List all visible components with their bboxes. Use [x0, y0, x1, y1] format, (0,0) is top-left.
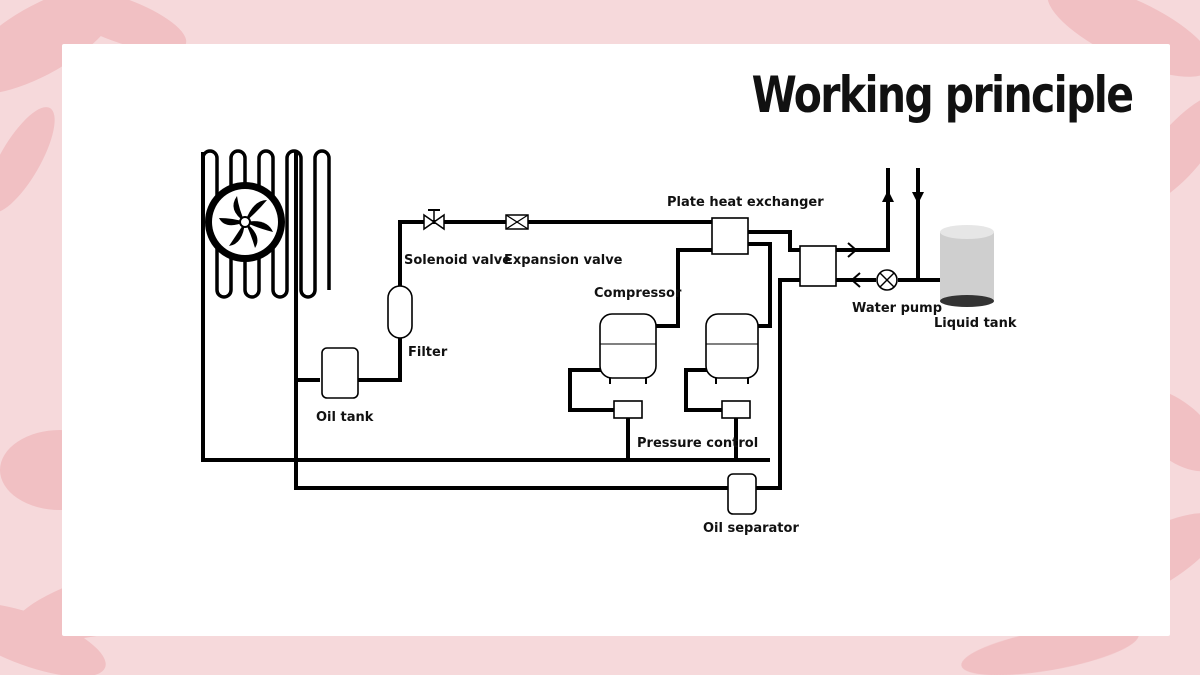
compressor-2 — [705, 313, 759, 384]
pipe-separator-up — [756, 278, 800, 490]
compressor-1 — [599, 313, 657, 384]
pressure-control-2 — [721, 400, 751, 419]
liquid-tank — [940, 225, 994, 307]
pipe-compressor-1-loop — [568, 368, 614, 412]
arrow-down-icon — [912, 192, 924, 204]
label-pressure-control: Pressure control — [637, 436, 758, 451]
label-oil-separator: Oil separator — [703, 521, 799, 536]
label-filter: Filter — [408, 345, 448, 360]
plate-heat-exchanger-secondary — [799, 245, 837, 287]
label-water-pump: Water pump — [852, 301, 942, 316]
condenser-coil — [201, 149, 331, 299]
water-pump-icon — [876, 269, 898, 291]
pressure-control-1 — [613, 400, 643, 419]
pipe-filter-to-exchanger — [398, 220, 712, 286]
oil-separator — [727, 473, 757, 515]
label-plate-heat-exchanger: Plate heat exchanger — [667, 195, 824, 210]
label-oil-tank: Oil tank — [316, 410, 374, 425]
arrow-up-icon — [882, 190, 894, 202]
label-liquid-tank: Liquid tank — [934, 316, 1017, 331]
pipe-water-out — [836, 168, 890, 252]
label-expansion-valve: Expansion valve — [504, 253, 623, 268]
pipe-compressor-2-loop — [684, 368, 722, 412]
filter — [387, 285, 413, 339]
pipe-exchanger-to-exchanger — [748, 230, 800, 252]
plate-heat-exchanger — [711, 217, 749, 255]
label-solenoid-valve: Solenoid valve — [404, 253, 511, 268]
pipe-exchanger-to-compressor-2 — [748, 242, 772, 328]
pipe-oil-tank-to-filter — [358, 338, 402, 382]
pipe-exchanger-to-compressor-1 — [656, 248, 712, 328]
fan-icon — [205, 182, 285, 262]
solenoid-valve-icon — [423, 209, 445, 231]
expansion-valve-icon — [505, 214, 529, 230]
page-title: Working principle — [751, 66, 1133, 124]
label-compressor: Compressor — [594, 286, 682, 301]
pipe-oil-separator-line — [294, 380, 728, 490]
arrow-right-icon — [847, 242, 858, 258]
arrow-left-icon — [850, 272, 861, 288]
oil-tank — [321, 347, 359, 399]
